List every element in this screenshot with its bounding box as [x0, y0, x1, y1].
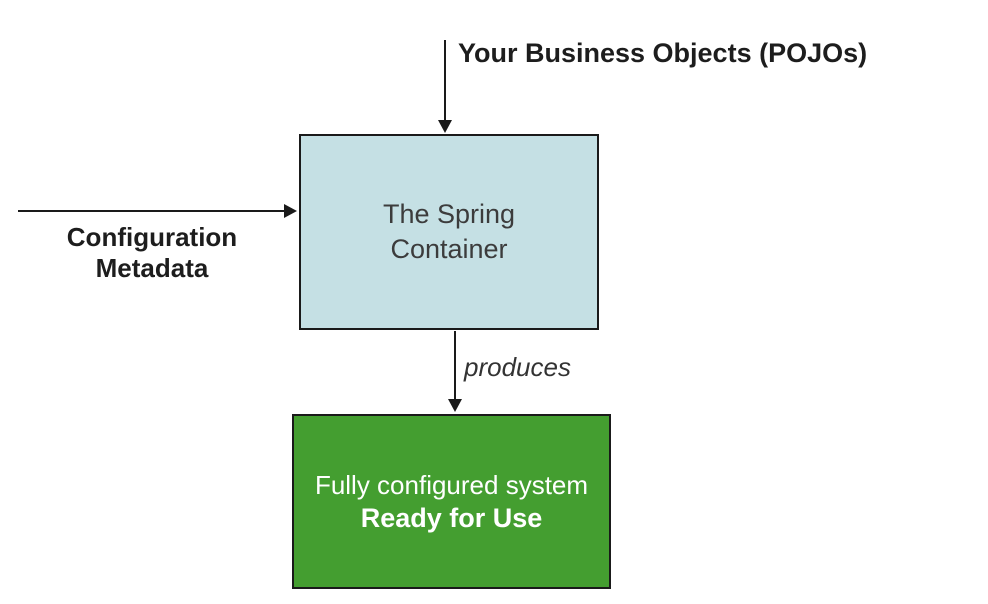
arrow-down-icon	[448, 399, 462, 412]
spring-container-label-line2: Container	[390, 234, 508, 264]
configuration-label-line2: Metadata	[95, 253, 209, 283]
spring-container-label-line1: The Spring	[382, 199, 516, 229]
spring-container-node: The Spring Container	[299, 134, 599, 330]
arrow-produces-line	[454, 331, 456, 401]
output-system-label-line2: Ready for Use	[360, 502, 543, 533]
arrow-down-icon	[438, 120, 452, 133]
fully-configured-system-node: Fully configured system Ready for Use	[292, 414, 611, 589]
output-system-label-line1: Fully configured system	[314, 469, 589, 500]
configuration-metadata-label: Configuration Metadata	[28, 222, 276, 284]
arrow-configuration-line	[18, 210, 286, 212]
configuration-label-line1: Configuration	[66, 222, 238, 252]
arrow-business-objects-line	[444, 40, 446, 122]
arrow-right-icon	[284, 204, 297, 218]
business-objects-label: Your Business Objects (POJOs)	[458, 38, 868, 68]
produces-label: produces	[464, 352, 571, 382]
